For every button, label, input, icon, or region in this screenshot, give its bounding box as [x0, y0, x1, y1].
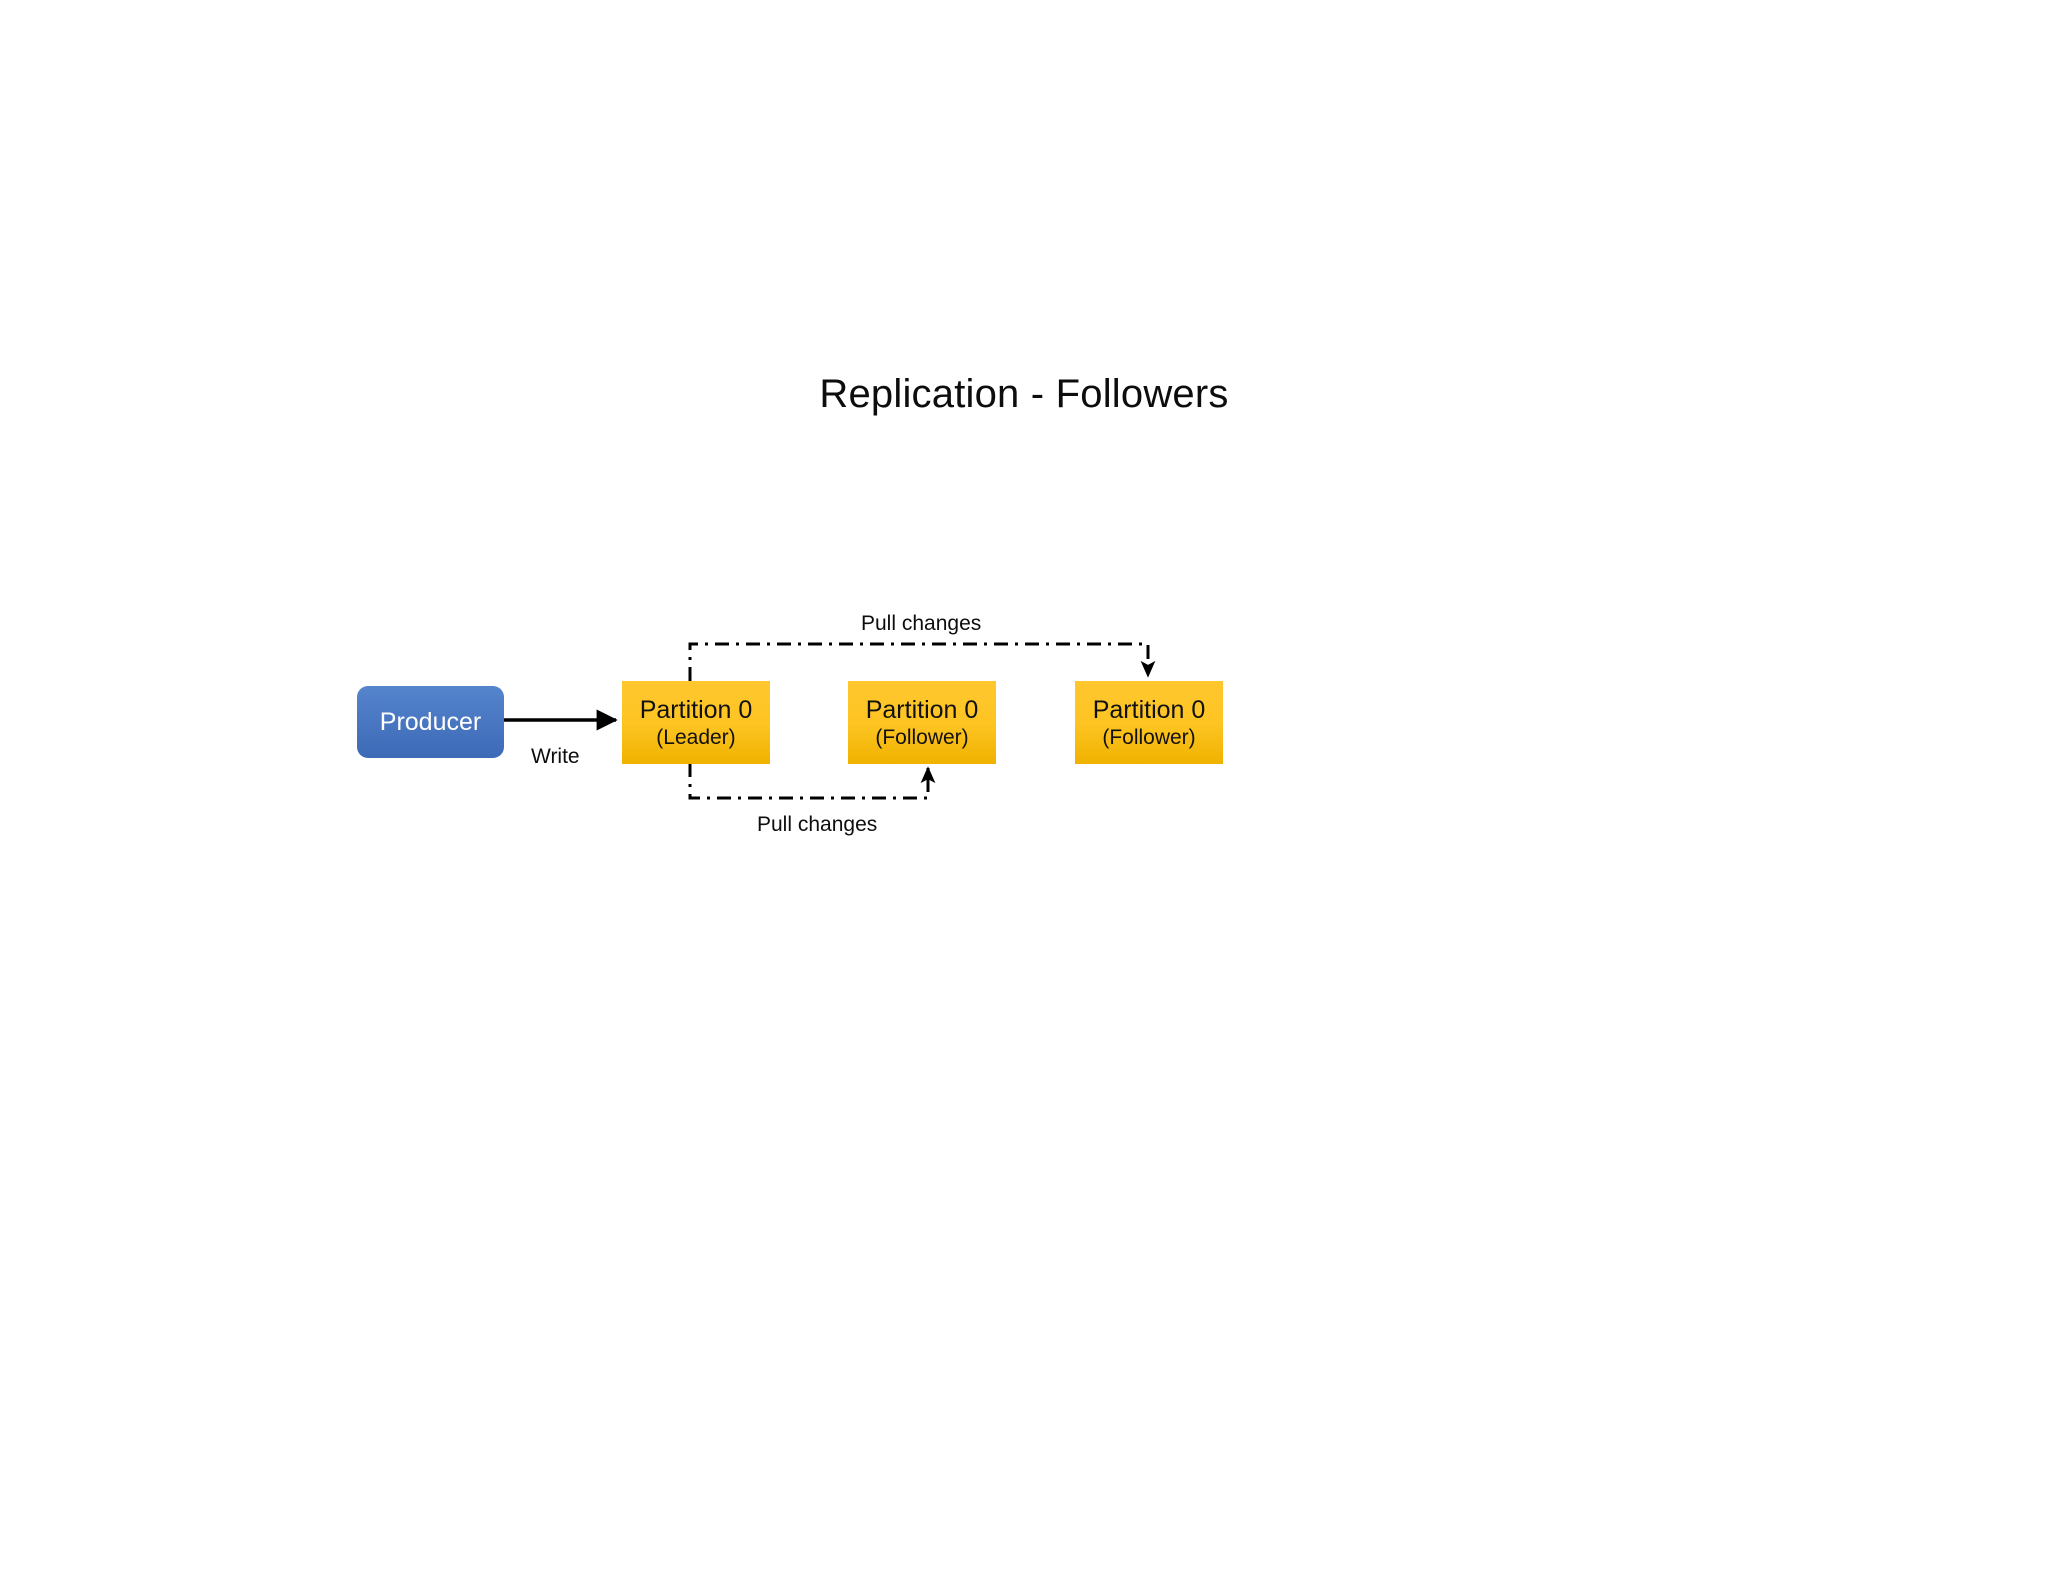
node-partition-follower-1-label: Partition 0: [865, 695, 979, 724]
node-partition-leader[interactable]: Partition 0 (Leader): [622, 681, 770, 764]
node-partition-follower-2-role: (Follower): [1102, 725, 1196, 749]
edge-label-pull-changes-top: Pull changes: [861, 612, 982, 635]
node-partition-leader-role: (Leader): [656, 725, 736, 749]
edge-pull-top-path: [688, 642, 1156, 681]
node-partition-follower-1-role: (Follower): [875, 725, 969, 749]
edge-pull-bottom-path: [688, 763, 936, 800]
edge-label-pull-changes-bottom: Pull changes: [757, 813, 878, 836]
node-partition-follower-1[interactable]: Partition 0 (Follower): [848, 681, 996, 764]
node-partition-leader-label: Partition 0: [639, 695, 753, 724]
node-partition-follower-2[interactable]: Partition 0 (Follower): [1075, 681, 1223, 764]
page-title: Replication - Followers: [819, 372, 1229, 416]
node-partition-follower-2-label: Partition 0: [1092, 695, 1206, 724]
node-producer-label: Producer: [379, 708, 482, 736]
node-producer[interactable]: Producer: [357, 686, 504, 758]
edge-label-write: Write: [531, 745, 580, 768]
